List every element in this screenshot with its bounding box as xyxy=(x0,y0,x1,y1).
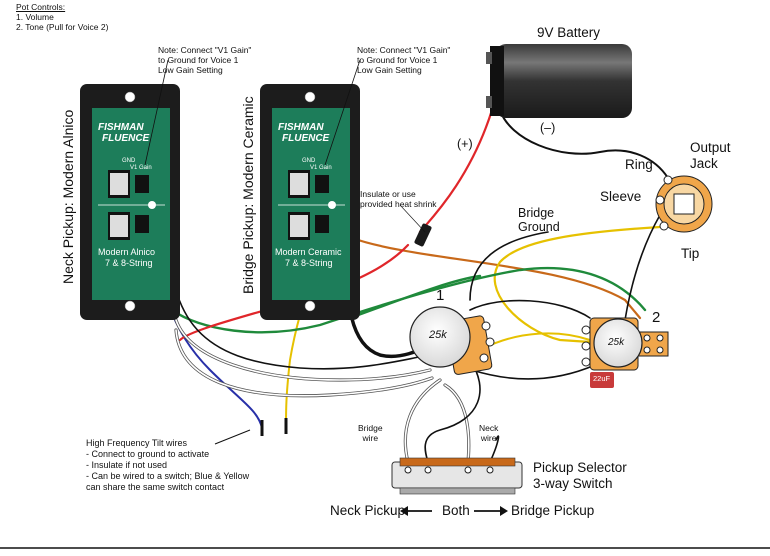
battery-minus: (–) xyxy=(540,121,556,135)
jack-ring-label: Ring xyxy=(625,157,653,172)
position-neck: Neck Pickup xyxy=(330,503,406,518)
neck-note: Note: Connect "V1 Gain" to Ground for Vo… xyxy=(158,45,252,75)
switch-bridge-wire-outline xyxy=(403,378,442,464)
neck-brand: FISHMAN xyxy=(98,122,144,133)
white-wire xyxy=(175,319,431,381)
output-jack xyxy=(655,175,713,233)
pot-2-tone xyxy=(581,317,669,388)
sleeve-wire xyxy=(624,214,661,321)
white-wire-outline-2 xyxy=(174,328,434,398)
white-wire-2 xyxy=(175,329,433,397)
neck-pickup-side-label: Neck Pickup: Modern Alnico xyxy=(60,109,76,284)
switch-title: Pickup Selector 3-way Switch xyxy=(533,460,627,491)
bridge-note: Note: Connect "V1 Gain" to Ground for Vo… xyxy=(357,45,451,75)
bridge-gnd: GND xyxy=(302,158,316,164)
red-wire xyxy=(418,108,494,234)
pot-ground-wire xyxy=(471,364,596,380)
pot-1-volume xyxy=(409,306,495,375)
insulate-note: Insulate or use provided heat shrink xyxy=(360,189,437,209)
pot-1-value: 25k xyxy=(429,329,447,341)
bridge-ground-label: Bridge Ground xyxy=(518,206,560,235)
hf-tilt-line-1: - Connect to ground to activate xyxy=(86,449,210,459)
bridge-pickup xyxy=(260,59,432,320)
hf-tilt-ends xyxy=(214,418,288,445)
bridge-pickup-side-label: Bridge Pickup: Modern Ceramic xyxy=(240,96,256,294)
bridge-strings: 7 & 8-String xyxy=(285,258,333,268)
jack-tip-label: Tip xyxy=(681,246,700,261)
position-arrows xyxy=(400,506,508,516)
pot-link-wire xyxy=(469,299,591,319)
neck-model: Modern Alnico xyxy=(98,247,156,257)
green-wire-bridge xyxy=(348,274,482,320)
neck-strings: 7 & 8-String xyxy=(105,258,153,268)
bridge-v1gain: V1 Gain xyxy=(310,165,332,171)
hf-tilt-title: High Frequency Tilt wires xyxy=(86,438,188,448)
pot-1-number: 1 xyxy=(436,287,445,304)
pot-controls-item-2: 2. Tone (Pull for Voice 2) xyxy=(16,22,109,32)
battery-label: 9V Battery xyxy=(537,25,601,40)
capacitor-label: 22uF xyxy=(593,374,611,383)
hf-tilt-line-4: can share the same switch contact xyxy=(86,482,225,492)
wires xyxy=(158,108,669,464)
pickup-selector-switch xyxy=(391,457,523,495)
black-battery-wire xyxy=(499,109,669,179)
bridge-model: Modern Ceramic xyxy=(275,247,342,257)
bridge-brand: FISHMAN xyxy=(278,122,324,133)
position-both: Both xyxy=(442,503,470,518)
neck-wire-label: Neck wire xyxy=(479,423,499,443)
jack-sleeve-label: Sleeve xyxy=(600,189,642,204)
pot-controls-item-1: 1. Volume xyxy=(16,12,54,22)
battery-plus: (+) xyxy=(457,137,473,151)
output-jack-label: Output Jack xyxy=(690,140,731,171)
yellow-tip-wire xyxy=(493,225,662,344)
pot-2-number: 2 xyxy=(652,309,661,326)
hf-tilt-line-2: - Insulate if not used xyxy=(86,460,168,470)
switch-common-wire xyxy=(424,359,481,463)
pot-controls-heading: Pot Controls: xyxy=(16,2,66,12)
switch-neck-wire xyxy=(444,384,470,463)
bridge-wire-label: Bridge wire xyxy=(358,423,383,443)
switch-ground-wire xyxy=(489,435,500,463)
battery xyxy=(486,44,632,118)
neck-gnd: GND xyxy=(122,158,136,164)
hf-tilt-line-3: - Can be wired to a switch; Blue & Yello… xyxy=(86,471,250,481)
neck-series: FLUENCE xyxy=(102,133,150,144)
bridge-series: FLUENCE xyxy=(282,133,330,144)
neck-pickup xyxy=(80,59,180,320)
switch-bridge-wire xyxy=(404,379,441,463)
bridge-ground-wire xyxy=(469,231,549,301)
neck-v1gain: V1 Gain xyxy=(130,165,152,171)
pot-2-value: 25k xyxy=(608,337,625,348)
position-bridge: Bridge Pickup xyxy=(511,503,595,518)
